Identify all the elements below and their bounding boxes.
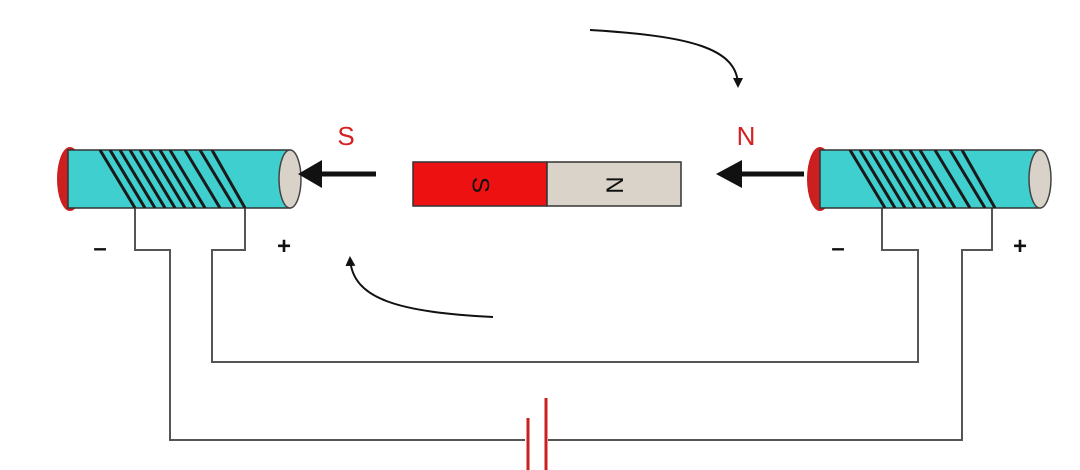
circuit-wires xyxy=(134,205,993,441)
right-coil-windings xyxy=(848,150,997,208)
magnet-south-half xyxy=(412,161,548,207)
left-coil-windings xyxy=(98,150,247,208)
bottom-curved-arrow xyxy=(345,256,494,318)
right-coil-minus-sign: – xyxy=(831,235,844,262)
right-electromagnet xyxy=(807,147,1052,211)
left-coil-far-end xyxy=(278,149,302,209)
rotation-arrows xyxy=(345,29,743,318)
right-force-arrowhead xyxy=(716,160,742,188)
magnet-north-half xyxy=(546,161,682,207)
right-coil-far-end xyxy=(1028,149,1052,209)
magnet-north-letter: N xyxy=(601,176,628,193)
left-coil-minus-lead xyxy=(134,205,525,441)
battery xyxy=(526,398,548,470)
magnet-south-letter: S xyxy=(467,177,494,193)
left-coil-plus-lead xyxy=(211,205,919,363)
left-pole-label: S xyxy=(337,121,354,151)
left-force-arrowhead xyxy=(298,160,322,188)
left-coil-minus-sign: – xyxy=(93,235,106,262)
left-electromagnet xyxy=(57,147,302,211)
bar-magnet: S N xyxy=(412,161,682,207)
force-arrows xyxy=(298,160,804,188)
right-coil-plus-lead xyxy=(548,205,993,441)
top-curved-arrow xyxy=(589,29,743,88)
right-pole-label: N xyxy=(737,121,756,151)
right-coil-plus-sign: + xyxy=(1013,233,1027,260)
left-coil-plus-sign: + xyxy=(277,233,291,260)
